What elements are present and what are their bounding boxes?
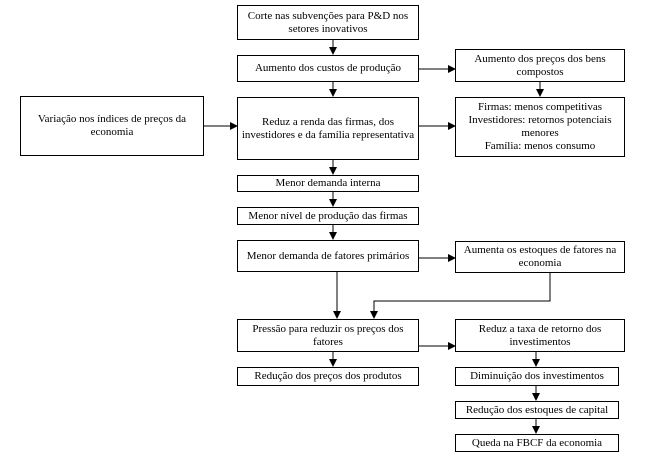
box-aumento-custos: Aumento dos custos de produção: [237, 55, 419, 82]
box-variacao-indices: Variação nos índices de preços da econom…: [20, 96, 204, 156]
box-efeitos-agentes: Firmas: menos competitivas Investidores:…: [455, 97, 625, 157]
box-reduz-taxa-retorno-text: Reduz a taxa de retorno dos investimento…: [478, 322, 602, 348]
box-menor-demanda-fatores-text: Menor demanda de fatores primários: [246, 249, 410, 262]
box-menor-demanda-fatores: Menor demanda de fatores primários: [237, 240, 419, 272]
box-queda-fbcf: Queda na FBCF da economia: [455, 434, 619, 452]
box-aumento-precos-text: Aumento dos preços dos bens compostos: [474, 52, 606, 78]
efeitos-investidores-text: Investidores: retornos potenciais menore…: [468, 114, 612, 139]
box-pressao-reduzir-text: Pressão para reduzir os preços dos fator…: [252, 322, 404, 348]
box-reduz-renda-text: Reduz a renda das firmas, dos investidor…: [241, 115, 415, 141]
box-aumento-custos-text: Aumento dos custos de produção: [254, 62, 402, 74]
box-menor-nivel-producao: Menor nível de produção das firmas: [237, 207, 419, 225]
box-reduz-taxa-retorno: Reduz a taxa de retorno dos investimento…: [455, 319, 625, 352]
efeitos-firmas-text: Firmas: menos competitivas: [477, 101, 603, 113]
box-corte-subvencoes-text: Corte nas subvenções para P&D nos setore…: [247, 9, 409, 35]
box-aumento-precos: Aumento dos preços dos bens compostos: [455, 49, 625, 82]
efeitos-familia-text: Família: menos consumo: [484, 140, 596, 152]
box-aumenta-estoques: Aumenta os estoques de fatores na econom…: [455, 241, 625, 273]
box-reducao-estoques-capital-text: Redução dos estoques de capital: [465, 403, 609, 416]
box-variacao-indices-text: Variação nos índices de preços da econom…: [37, 113, 187, 138]
box-menor-nivel-producao-text: Menor nível de produção das firmas: [248, 209, 408, 222]
box-corte-subvencoes: Corte nas subvenções para P&D nos setore…: [237, 5, 419, 40]
box-menor-demanda-interna-text: Menor demanda interna: [275, 177, 381, 189]
box-aumenta-estoques-text: Aumenta os estoques de fatores na econom…: [463, 244, 617, 269]
box-queda-fbcf-text: Queda na FBCF da economia: [471, 436, 603, 449]
arrow-estoques-to-pressao: [370, 273, 551, 319]
box-reducao-precos-produtos: Redução dos preços dos produtos: [237, 367, 419, 386]
box-reducao-estoques-capital: Redução dos estoques de capital: [455, 401, 619, 419]
box-reducao-precos-produtos-text: Redução dos preços dos produtos: [254, 370, 402, 382]
box-pressao-reduzir: Pressão para reduzir os preços dos fator…: [237, 319, 419, 352]
box-menor-demanda-interna: Menor demanda interna: [237, 175, 419, 192]
box-reduz-renda: Reduz a renda das firmas, dos investidor…: [237, 97, 419, 160]
box-diminuicao-investimentos-text: Diminuição dos investimentos: [470, 370, 604, 382]
box-diminuicao-investimentos: Diminuição dos investimentos: [455, 367, 619, 386]
